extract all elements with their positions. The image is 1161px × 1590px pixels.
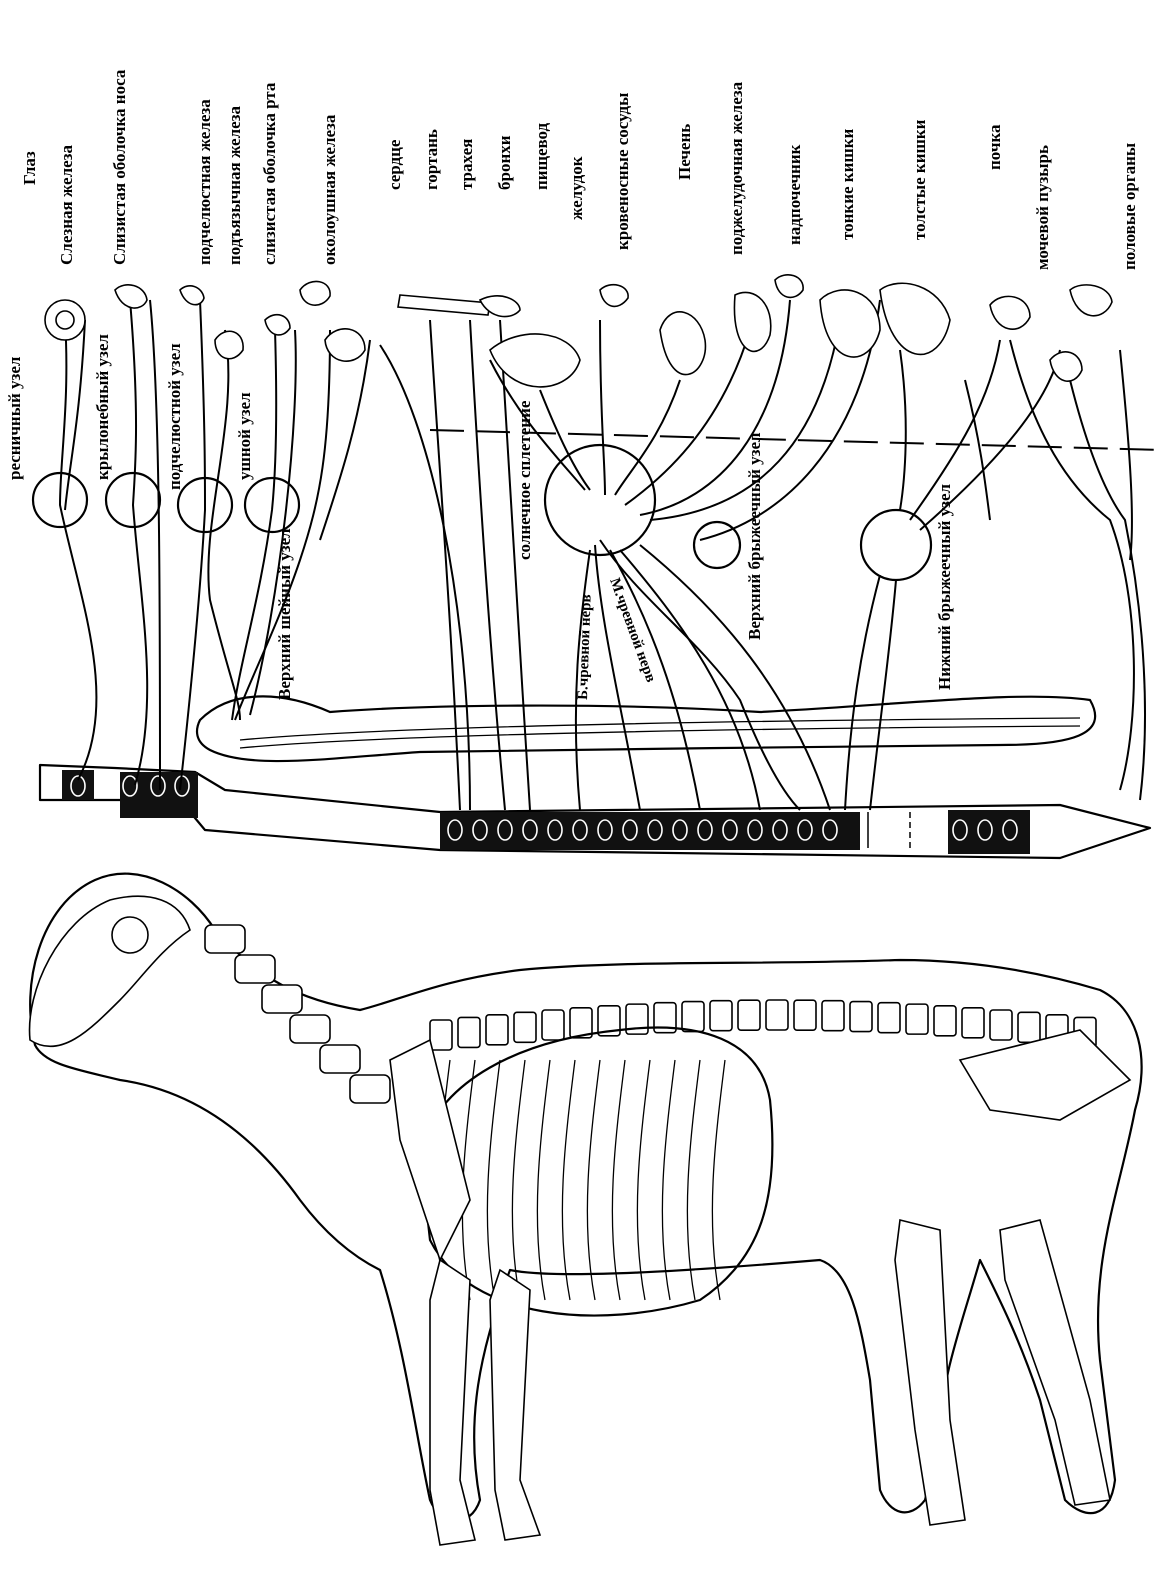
organ-label: почка <box>985 124 1004 170</box>
scapula <box>390 1040 470 1260</box>
vertebra <box>878 1003 900 1033</box>
vertebra <box>766 1000 788 1030</box>
ganglion-label: ушной узел <box>235 392 254 480</box>
vertebra <box>682 1002 704 1032</box>
organ-label: Слезная железа <box>57 145 76 265</box>
vertebra <box>738 1000 760 1030</box>
organ-label: надпочечник <box>785 144 804 245</box>
organ-label: Печень <box>675 124 694 180</box>
organ-label: трахея <box>457 139 476 190</box>
rib <box>487 1060 500 1300</box>
legs <box>430 1220 1110 1545</box>
vertebra <box>794 1000 816 1030</box>
inferior-mesenteric-ganglion <box>861 510 931 580</box>
vertebra <box>962 1008 984 1038</box>
organ-label: околоушная железа <box>320 114 339 265</box>
organ-label: тонкие кишки <box>838 128 857 240</box>
vertebra <box>542 1010 564 1040</box>
organ-label: желудок <box>567 156 586 220</box>
organ-labels: Глаз Слезная железа Слизистая оболочка н… <box>20 69 1139 270</box>
organ-label: сердце <box>385 139 404 190</box>
vertebra <box>458 1017 480 1047</box>
ganglion-label: Нижний брыжеечный узел <box>935 483 954 690</box>
animal-skeleton-figure <box>30 874 1142 1545</box>
organ-label: Глаз <box>20 151 39 185</box>
vertebra <box>934 1006 956 1036</box>
vertebra <box>1018 1012 1040 1042</box>
rib <box>662 1060 675 1300</box>
organ-sketches <box>45 275 1112 387</box>
organ-label: слизистая оболочка рта <box>260 82 279 265</box>
organ-label: подъязычная железа <box>225 105 244 265</box>
ganglion-label: Верхний шейный узел <box>275 528 294 700</box>
back-vertebrae <box>430 1000 1096 1050</box>
rib <box>562 1060 575 1300</box>
ganglion-label: крылонебный узел <box>93 334 112 480</box>
rib-cage <box>437 1060 725 1300</box>
rib <box>587 1060 600 1300</box>
body-outline <box>30 874 1141 1521</box>
ganglion-label: Верхний брыжеечный узел <box>745 432 764 640</box>
vertebra <box>486 1015 508 1045</box>
neck-vertebrae <box>205 925 390 1103</box>
ganglion-label: ресничный узел <box>5 356 24 480</box>
vertebra <box>990 1010 1012 1040</box>
organ-label: подчелюстная железа <box>195 99 214 265</box>
spinal-cord <box>197 696 1095 761</box>
rib <box>712 1060 725 1300</box>
vertebra <box>906 1004 928 1034</box>
organ-label: половые органы <box>1120 143 1139 270</box>
rib <box>537 1060 550 1300</box>
nervous-system-diagram: Глаз Слезная железа Слизистая оболочка н… <box>5 69 1161 858</box>
organ-label: поджелудочная железа <box>727 81 746 255</box>
rib <box>637 1060 650 1300</box>
rib-cage-outline <box>420 1028 772 1316</box>
organ-label: мочевой пузырь <box>1033 145 1052 270</box>
organ-label: бронхи <box>495 135 514 190</box>
ganglion-labels: ресничный узел крылонебный узел подчелюс… <box>5 334 954 701</box>
rib <box>687 1060 700 1300</box>
eye-socket <box>112 917 148 953</box>
spinal-column <box>40 765 1150 858</box>
ganglion-label: солнечное сплетение <box>515 400 534 560</box>
vertebra <box>430 1020 452 1050</box>
organ-label: гортань <box>422 129 441 190</box>
organ-label: толстые кишки <box>910 119 929 240</box>
vertebra <box>514 1012 536 1042</box>
pelvis <box>960 1030 1130 1120</box>
rib <box>612 1060 625 1300</box>
ganglion-label: Б.чревной нерв <box>575 594 595 700</box>
vertebra <box>850 1002 872 1032</box>
vertebra <box>710 1001 732 1031</box>
organ-label: Слизистая оболочка носа <box>110 69 129 265</box>
rib <box>512 1060 525 1300</box>
organ-label: пищевод <box>532 122 551 190</box>
vertebra <box>822 1001 844 1031</box>
ganglion-label: подчелюстной узел <box>165 343 184 490</box>
organ-label: кровеносные сосуды <box>613 93 632 250</box>
